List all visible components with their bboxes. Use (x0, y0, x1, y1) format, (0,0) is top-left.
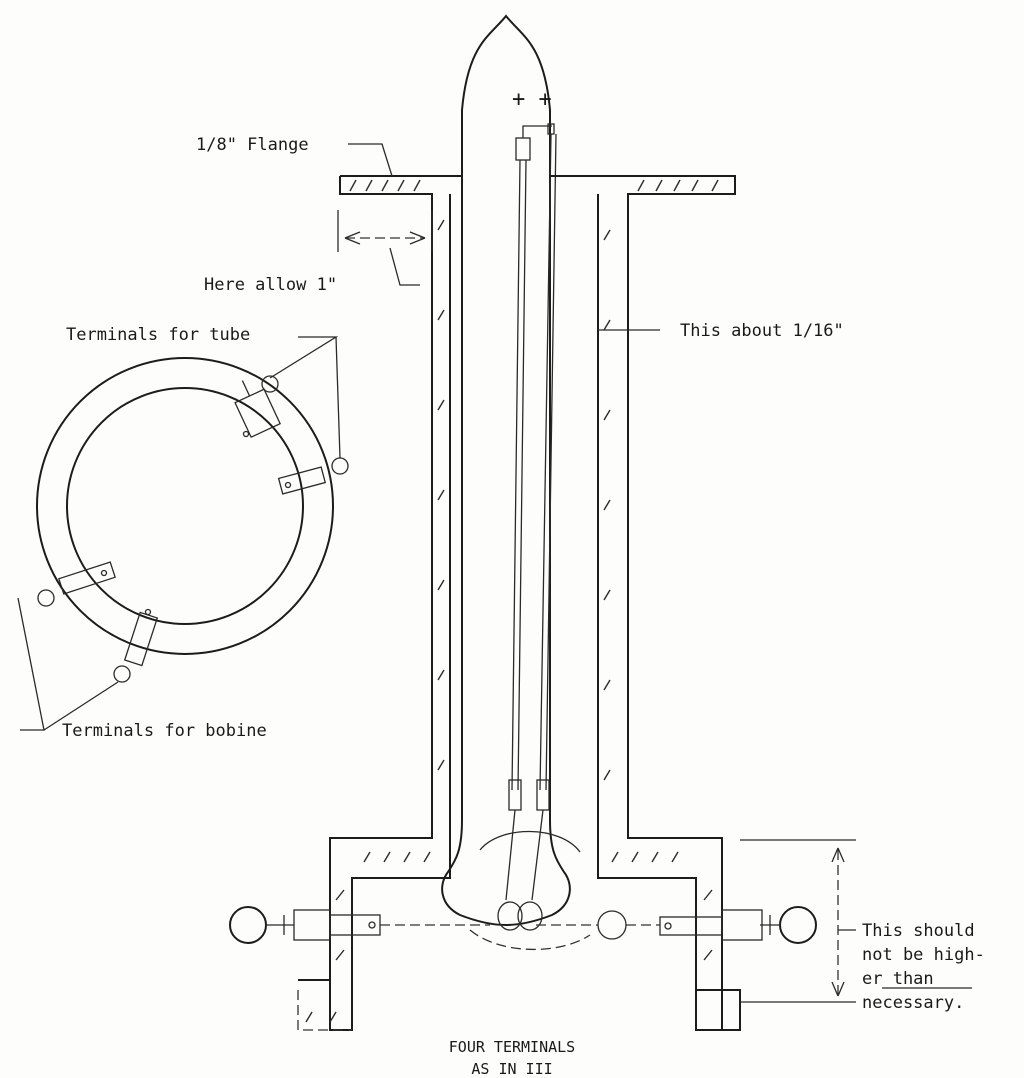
wall-hatching (305, 179, 719, 1023)
height-note-line-2: not be high- (862, 945, 985, 965)
housing (297, 175, 741, 1031)
height-note-line-3: er than (862, 969, 934, 989)
base-arc-dashed (469, 929, 591, 951)
electrode-assembly (479, 123, 581, 931)
right-bottom-terminal (659, 906, 817, 944)
bobine-terminals-label: Terminals for bobine (62, 721, 267, 741)
caption-line-2: AS IN III (471, 1060, 552, 1078)
height-note-line-1: This should (862, 921, 975, 941)
wall-thickness-label: This about 1/16" (680, 321, 844, 341)
glass-tube (441, 14, 571, 927)
allow-label: Here allow 1" (204, 275, 337, 295)
flange-label: 1/8" Flange (196, 135, 309, 155)
center-terminal (597, 910, 627, 940)
leader-lines (17, 143, 972, 1003)
left-bottom-terminal (229, 906, 381, 944)
tube-terminals-label: Terminals for tube (66, 325, 250, 345)
height-note-line-4: necessary. (862, 993, 964, 1013)
terminal-ring (36, 357, 349, 683)
plus-signs: + + (512, 87, 552, 112)
caption-line-1: FOUR TERMINALS (449, 1038, 575, 1056)
